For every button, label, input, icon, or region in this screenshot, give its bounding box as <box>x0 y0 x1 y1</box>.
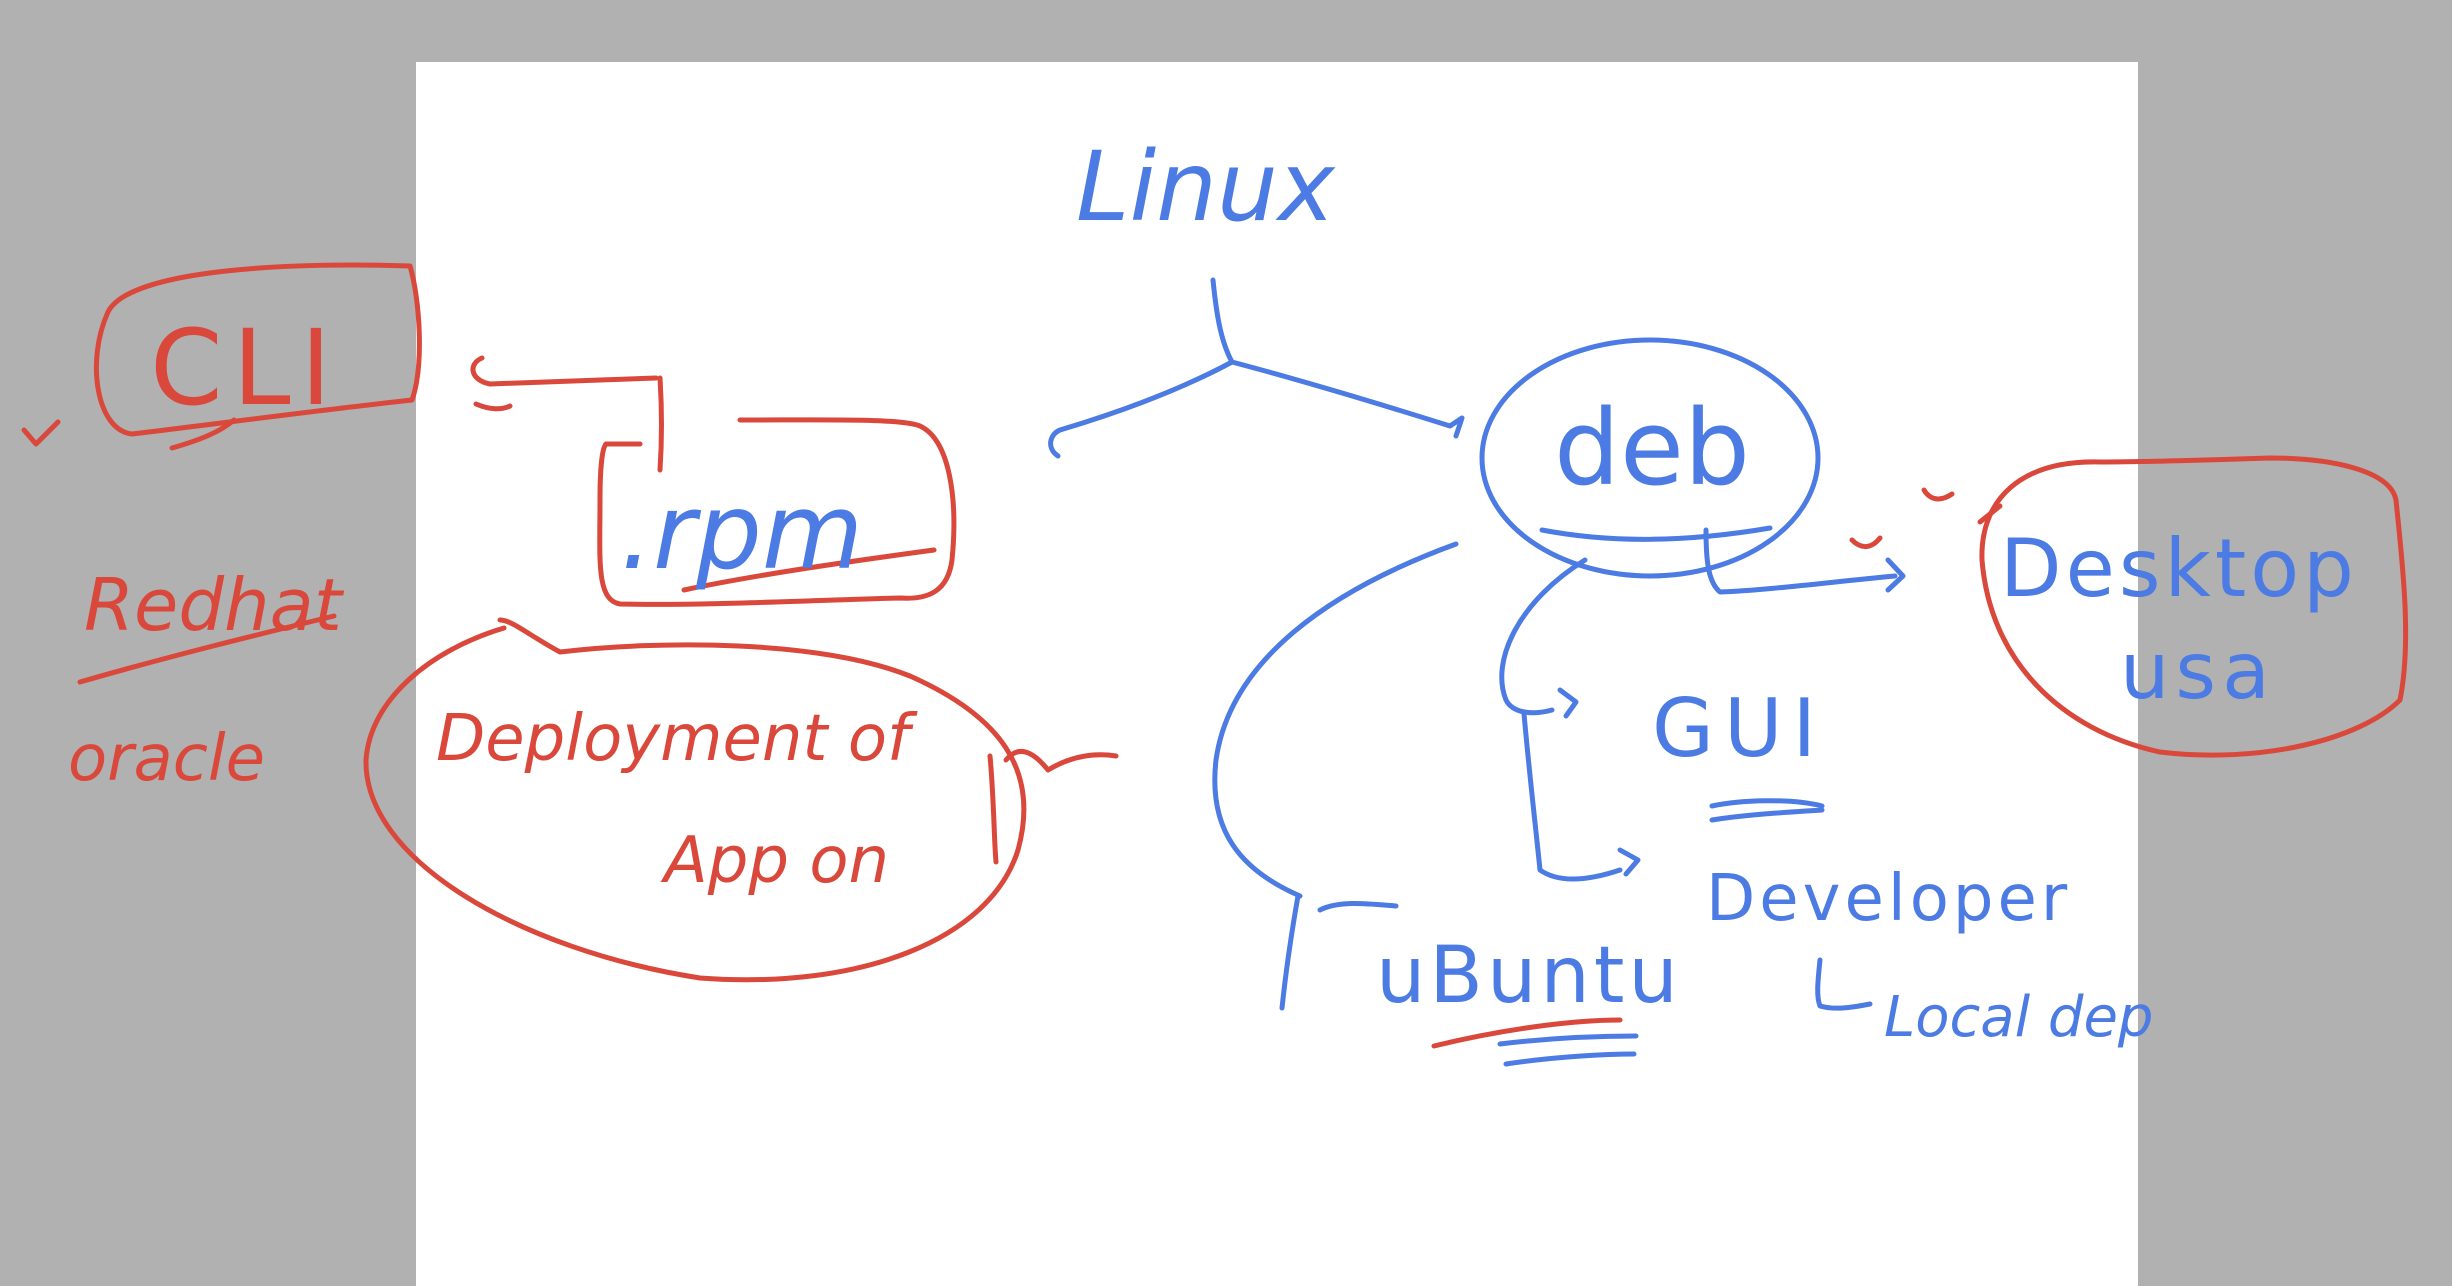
local-dep-label: Local dep <box>1884 985 2153 1050</box>
whiteboard-page[interactable] <box>416 62 2138 1286</box>
cli-label: CLI <box>150 307 341 429</box>
deb-to-desktop-tick <box>1849 535 1883 549</box>
desktop-bubble <box>1979 455 2409 758</box>
desktop-label: Desktop <box>2000 522 2358 615</box>
svg-text:.rpm: .rpm <box>620 471 863 593</box>
deployment-bubble <box>363 617 1027 983</box>
cli-bubble <box>93 262 422 437</box>
deb-connectors <box>1212 525 1906 1011</box>
deployment-label: Deployment of App on <box>436 702 918 898</box>
svg-text:usa: usa <box>2120 627 2276 717</box>
ubuntu-underlines <box>1431 1017 1639 1067</box>
svg-text:Desktop: Desktop <box>2000 522 2358 615</box>
svg-text:CLI: CLI <box>150 307 341 429</box>
cli-underline <box>169 417 237 451</box>
gui-label: GUI <box>1652 682 1826 775</box>
svg-text:oracle: oracle <box>68 722 265 796</box>
cli-check-mark <box>21 419 61 447</box>
desktop-tick <box>1921 487 2003 525</box>
rpm-label: .rpm <box>620 471 863 593</box>
usa-label: usa <box>2120 627 2276 717</box>
deb-circle <box>1479 337 1821 579</box>
ubuntu-label: uBuntu <box>1376 931 1682 1021</box>
redhat-underline <box>77 613 337 685</box>
rpm-underline <box>681 547 937 593</box>
rpm-to-cli-arrow <box>470 355 664 473</box>
svg-text:Local dep: Local dep <box>1884 985 2153 1050</box>
svg-text:Deployment of: Deployment of <box>436 702 918 776</box>
deb-label: deb <box>1554 387 1750 509</box>
local-dep-bracket <box>1815 957 1873 1011</box>
svg-text:uBuntu: uBuntu <box>1376 931 1682 1021</box>
deployment-scribble <box>987 748 1119 865</box>
linux-label: Linux <box>1076 131 1336 243</box>
linux-tree-branches <box>1048 277 1465 459</box>
developer-label: Developer <box>1706 862 2071 936</box>
svg-text:Linux: Linux <box>1076 131 1336 243</box>
svg-text:App on: App on <box>660 824 889 898</box>
svg-text:GUI: GUI <box>1652 682 1826 775</box>
oracle-label: oracle <box>68 722 265 796</box>
rpm-box <box>597 417 957 607</box>
svg-text:Developer: Developer <box>1706 862 2071 936</box>
redhat-label: Redhat <box>84 563 345 647</box>
svg-text:deb: deb <box>1554 387 1750 509</box>
svg-text:Redhat: Redhat <box>84 563 345 647</box>
